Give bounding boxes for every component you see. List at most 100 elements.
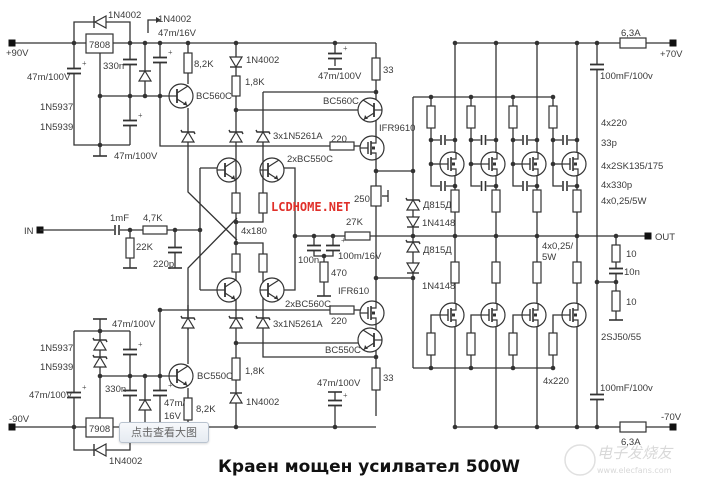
resistor (258, 192, 268, 214)
terminal-plus90 (8, 39, 16, 47)
junction-dot (428, 365, 434, 371)
mosfet-drain (573, 303, 579, 311)
diode-triangle (405, 240, 421, 253)
resistor (532, 261, 542, 284)
capacitor (306, 244, 322, 252)
label-c-100m: 100m/16V (338, 251, 382, 262)
capacitor (440, 134, 446, 146)
mosfet-2sj50 (480, 302, 506, 328)
transistor-collector (224, 279, 237, 288)
label-c-out-bot: 100mF/100v (600, 383, 653, 394)
label-fuse-top: 6,3A (621, 28, 641, 39)
capacitor (522, 134, 528, 146)
fuse-top (619, 37, 647, 49)
capacitor: + (325, 236, 346, 252)
resistor-body (142, 225, 168, 235)
diode (137, 398, 153, 411)
arrow-icon (156, 17, 161, 23)
junction-dot (493, 233, 499, 239)
terminal-in-label: IN (24, 226, 34, 237)
resistor-body (572, 261, 582, 284)
label-z-top-2: 1N5939 (40, 122, 73, 133)
junction-dot (550, 365, 556, 371)
resistor (142, 225, 168, 235)
resistor (258, 253, 268, 273)
mosfet-arrow (493, 162, 496, 166)
resistor-body (231, 75, 241, 97)
resistor (466, 105, 476, 129)
resistor (466, 332, 476, 356)
mosfet-arrow (452, 313, 455, 317)
junction-dot (142, 93, 148, 99)
resistor-body (466, 105, 476, 129)
junction-dot (127, 40, 133, 46)
diode-triangle (405, 216, 421, 229)
wire (284, 167, 296, 291)
diode-bar (228, 129, 244, 135)
junction-dot (452, 233, 458, 239)
label-d-top-arrow: 1N4002 (158, 14, 191, 25)
resistor (183, 52, 193, 74)
zener-diode (180, 129, 196, 143)
transistor-collector (362, 329, 375, 338)
label-r-top-18k: 1,8K (245, 77, 265, 88)
zener-diode (92, 354, 108, 368)
label-r-zobel-2: 10 (626, 297, 637, 308)
cap-gap (440, 134, 446, 146)
capacitor (480, 180, 487, 192)
resistor (508, 105, 518, 129)
transistor-arrow (274, 295, 278, 299)
label-r-src-bot-b: 5W (542, 252, 556, 263)
cap-gap (152, 390, 168, 396)
junction-dot (373, 354, 379, 360)
capacitor (440, 180, 446, 192)
label-r-bot-33: 33 (383, 373, 394, 384)
label-c-bot-right: 47m/100V (317, 378, 361, 389)
zener-diode (180, 315, 196, 329)
label-z-bot-1: 1N5937 (40, 343, 73, 354)
junction-dot (97, 142, 103, 148)
cap-gap (589, 394, 605, 400)
capacitor (480, 134, 487, 146)
junction-dot (311, 233, 317, 239)
resistor (491, 189, 501, 213)
label-r-zobel-1: 10 (626, 249, 637, 260)
label-q-bot-right: BC550C (325, 345, 361, 356)
resistor (319, 261, 329, 283)
label-z-bias-2: Д815Д (423, 245, 452, 256)
mosfet-source (371, 317, 377, 325)
label-pot: 250 (354, 194, 370, 205)
junction-dot (468, 365, 474, 371)
regulator-7808 (85, 33, 114, 54)
capacitor: + (122, 340, 143, 356)
diode-bar (180, 315, 196, 321)
capacitor (589, 393, 605, 401)
diode (405, 262, 421, 275)
mosfet-2sj50 (561, 302, 587, 328)
cap-gap (480, 180, 487, 192)
cap-gap (327, 400, 343, 406)
diode-triangle (93, 14, 107, 30)
capacitor: + (327, 44, 348, 60)
cap-gap (480, 134, 487, 146)
junction-dot (157, 40, 163, 46)
cap-gap (122, 59, 138, 65)
resistor (426, 332, 436, 356)
view-larger-image-button[interactable]: 点击查看大图 (119, 422, 209, 443)
fuse-bottom (619, 421, 647, 433)
mosfet-drain (492, 152, 498, 160)
mosfet-2sk135 (439, 151, 465, 177)
cap-gap (562, 134, 568, 146)
junction-dot (157, 93, 163, 99)
label-reg-top: 7808 (89, 40, 110, 51)
junction-dot (493, 40, 499, 46)
mosfet-arrow (452, 162, 455, 166)
wire (73, 43, 130, 146)
junction-dot (233, 107, 239, 113)
label-c-bot-330n: 330n (105, 384, 126, 395)
mosfet-drain (573, 152, 579, 160)
junction-dot (594, 40, 600, 46)
terminal-minus70 (669, 423, 677, 431)
resistor-body (371, 57, 381, 81)
transistor-arrow (231, 175, 235, 179)
